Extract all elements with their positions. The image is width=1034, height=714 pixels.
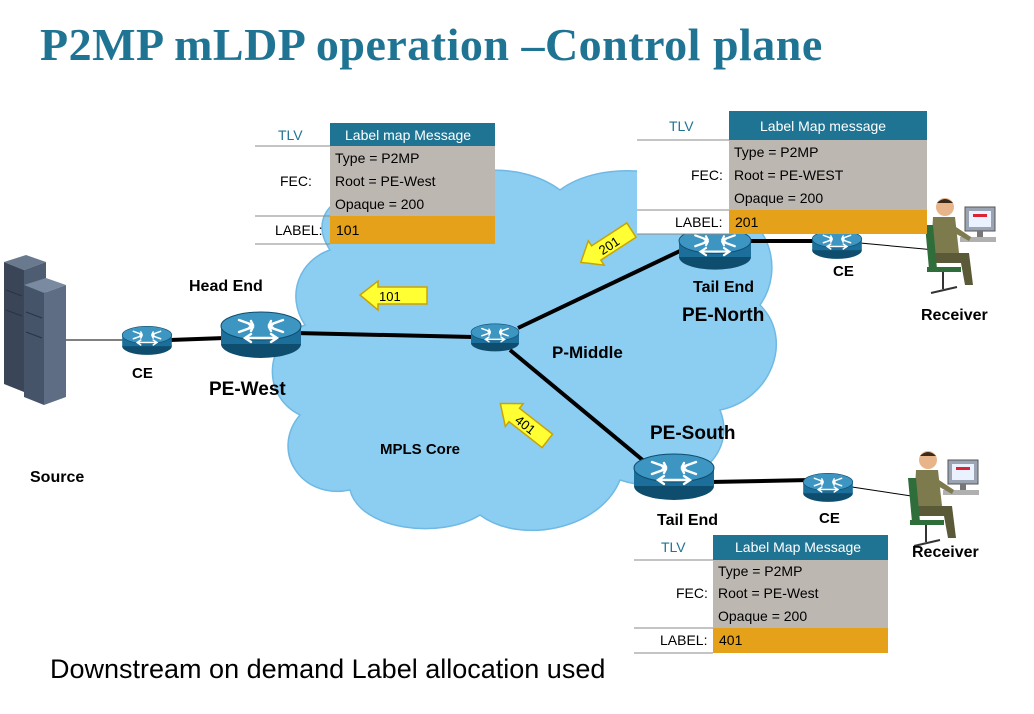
fec-opaque: Opaque = 200 (718, 608, 807, 624)
link-ce-receiver-north (859, 242, 936, 251)
link-pe-west-p-middle (294, 331, 474, 339)
ce-north-label: CE (833, 263, 854, 280)
label-key: LABEL: (660, 632, 707, 648)
links (169, 239, 815, 484)
fec-opaque: Opaque = 200 (335, 196, 424, 212)
fec-type: Type = P2MP (734, 144, 818, 160)
label-map-table-west: Label map Message TLV Type = P2MP Root =… (255, 123, 495, 245)
mpls-core-label: MPLS Core (380, 441, 460, 458)
fec-type: Type = P2MP (718, 563, 802, 579)
tlv-label: TLV (661, 539, 686, 555)
fec-opaque: Opaque = 200 (734, 190, 823, 206)
server-icon (4, 255, 66, 405)
tail-end-north-label: Tail End (693, 279, 754, 296)
router-icon-pe-south (632, 452, 716, 502)
label-map-table-south: Label Map Message TLV Type = P2MP Root =… (634, 535, 888, 654)
ce-south-label: CE (819, 510, 840, 527)
router-icon-p-middle (470, 323, 520, 353)
head-end-label: Head End (189, 278, 263, 295)
link-pe-south-ce (709, 478, 811, 484)
fec-label: FEC: (280, 173, 312, 189)
table-header: Label Map message (760, 118, 886, 134)
link-p-middle-pe-south (508, 348, 647, 464)
label-value: 201 (735, 214, 759, 230)
receiver-icon-south (908, 451, 979, 547)
tlv-label: TLV (278, 127, 303, 143)
tlv-label: TLV (669, 118, 694, 134)
mpls-cloud (271, 169, 778, 532)
label-map-table-north: Label Map message TLV Type = P2MP Root =… (637, 110, 927, 235)
fec-label: FEC: (691, 167, 723, 183)
link-ce-receiver-south (851, 486, 919, 498)
label-value: 401 (719, 632, 743, 648)
link-p-middle-pe-north (517, 248, 683, 330)
fec-root: Root = PE-West (718, 585, 819, 601)
ce-west-label: CE (132, 365, 153, 382)
pe-west-label: PE-West (209, 379, 286, 400)
receiver-icon-north (925, 198, 996, 294)
fec-root: Root = PE-West (335, 173, 436, 189)
table-header: Label Map Message (735, 539, 861, 555)
fec-type: Type = P2MP (335, 150, 419, 166)
p-middle-label: P-Middle (552, 343, 623, 362)
pe-north-label: PE-North (682, 305, 764, 326)
label-key: LABEL: (275, 222, 322, 238)
router-icon-ce-north (811, 229, 863, 260)
source-label: Source (30, 469, 84, 486)
link-ce-pe-west (169, 336, 226, 342)
router-icon-pe-west (219, 310, 303, 360)
label-arrow-west: 101 (358, 279, 428, 312)
fec-root: Root = PE-WEST (734, 167, 844, 183)
footer-note: Downstream on demand Label allocation us… (50, 654, 606, 684)
page-title: P2MP mLDP operation –Control plane (40, 19, 823, 70)
receiver-south-label: Receiver (912, 544, 979, 561)
router-icon-ce-south (802, 472, 854, 503)
pe-south-label: PE-South (650, 423, 736, 444)
tail-end-south-label: Tail End (657, 512, 718, 529)
receiver-north-label: Receiver (921, 307, 988, 324)
table-header: Label map Message (345, 127, 471, 143)
router-icon-ce-west (121, 325, 173, 356)
label-key: LABEL: (675, 214, 722, 230)
label-value: 101 (336, 222, 360, 238)
svg-text:101: 101 (379, 289, 401, 304)
fec-label: FEC: (676, 585, 708, 601)
